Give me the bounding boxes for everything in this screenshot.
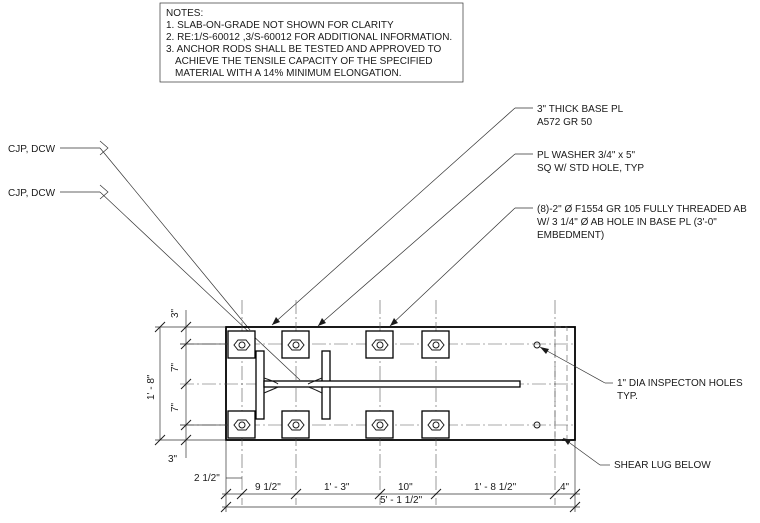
- dim-left-overall: 1' - 8": [146, 374, 157, 400]
- washer-label-2: SQ W/ STD HOLE, TYP: [537, 163, 644, 174]
- callout-shear-lug: SHEAR LUG BELOW: [562, 437, 711, 471]
- dim-left-upper: 7": [170, 362, 181, 372]
- anchor-bolt-6: [281, 410, 310, 439]
- inspection-holes: [533, 341, 541, 429]
- note-line-5: MATERIAL WITH A 14% MINIMUM ELONGATION.: [175, 68, 402, 79]
- base-plate-label-2: A572 GR 50: [537, 117, 592, 128]
- shear-lug-label: SHEAR LUG BELOW: [614, 460, 711, 471]
- bottom-dimensions: 2 1/2" 9 1/2" 1' - 3" 10" 1' - 8 1/2" 4"…: [194, 440, 581, 513]
- base-plate: [225, 326, 576, 441]
- inspection-hole-1: [533, 341, 541, 349]
- note-line-4: ACHIEVE THE TENSILE CAPACITY OF THE SPEC…: [175, 56, 432, 67]
- note-line-2: 2. RE:1/S-60012 ,3/S-60012 FOR ADDITIONA…: [166, 32, 452, 43]
- dim-bottom-overall: 5' - 1 1/2": [380, 495, 423, 506]
- anchor-label-3: EMBEDMENT): [537, 230, 604, 241]
- callout-washer: PL WASHER 3/4" x 5" SQ W/ STD HOLE, TYP: [317, 150, 644, 327]
- anchor-bolt-8: [421, 410, 450, 439]
- notes-box: [159, 2, 464, 83]
- anchor-label-2: W/ 3 1/4" Ø AB HOLE IN BASE PL (3'-0": [537, 217, 717, 228]
- callout-base-plate: 3" THICK BASE PL A572 GR 50: [271, 104, 624, 326]
- dim-bottom-seg-3: 10": [398, 482, 413, 493]
- note-line-1: 1. SLAB-ON-GRADE NOT SHOWN FOR CLARITY: [166, 20, 394, 31]
- anchor-bolt-2: [281, 330, 310, 359]
- base-plate-label-1: 3" THICK BASE PL: [537, 104, 624, 115]
- dim-bottom-seg-5: 4": [560, 482, 570, 493]
- callout-anchor-bolts: (8)-2" Ø F1554 GR 105 FULLY THREADED AB …: [389, 204, 747, 327]
- dim-bottom-edge: 2 1/2": [194, 473, 220, 484]
- dim-bottom-seg-4: 1' - 8 1/2": [474, 482, 517, 493]
- dim-left-bottom: 3": [168, 454, 178, 465]
- dim-left-top: 3": [170, 308, 181, 318]
- dim-bottom-seg-2: 1' - 3": [324, 482, 350, 493]
- notes-title: NOTES:: [166, 8, 203, 19]
- anchor-bolt-4: [421, 330, 450, 359]
- inspection-hole-2: [533, 421, 541, 429]
- anchor-bolt-1: [227, 330, 256, 359]
- anchor-label-1: (8)-2" Ø F1554 GR 105 FULLY THREADED AB: [537, 204, 747, 215]
- dim-bottom-seg-1: 9 1/2": [255, 482, 281, 493]
- note-line-3: 3. ANCHOR RODS SHALL BE TESTED AND APPRO…: [166, 44, 441, 55]
- weld-label-1: CJP, DCW: [8, 144, 56, 155]
- weld-label-2: CJP, DCW: [8, 188, 56, 199]
- anchor-bolts: [227, 330, 450, 439]
- weld-symbol-2: CJP, DCW: [8, 184, 301, 381]
- dim-left-lower: 7": [170, 402, 181, 412]
- steel-column-section: [255, 350, 521, 420]
- anchor-bolt-7: [365, 410, 394, 439]
- inspection-label-1: 1" DIA INSPECTON HOLES: [617, 378, 743, 389]
- anchor-bolt-5: [227, 410, 256, 439]
- anchor-bolt-3: [365, 330, 394, 359]
- callout-inspection-holes: 1" DIA INSPECTON HOLES TYP.: [539, 346, 743, 402]
- left-dimensions: 3" 1' - 8" 7" 7" 3": [146, 308, 226, 465]
- weld-symbol-1: CJP, DCW: [8, 140, 251, 331]
- inspection-label-2: TYP.: [617, 391, 638, 402]
- washer-label-1: PL WASHER 3/4" x 5": [537, 150, 636, 161]
